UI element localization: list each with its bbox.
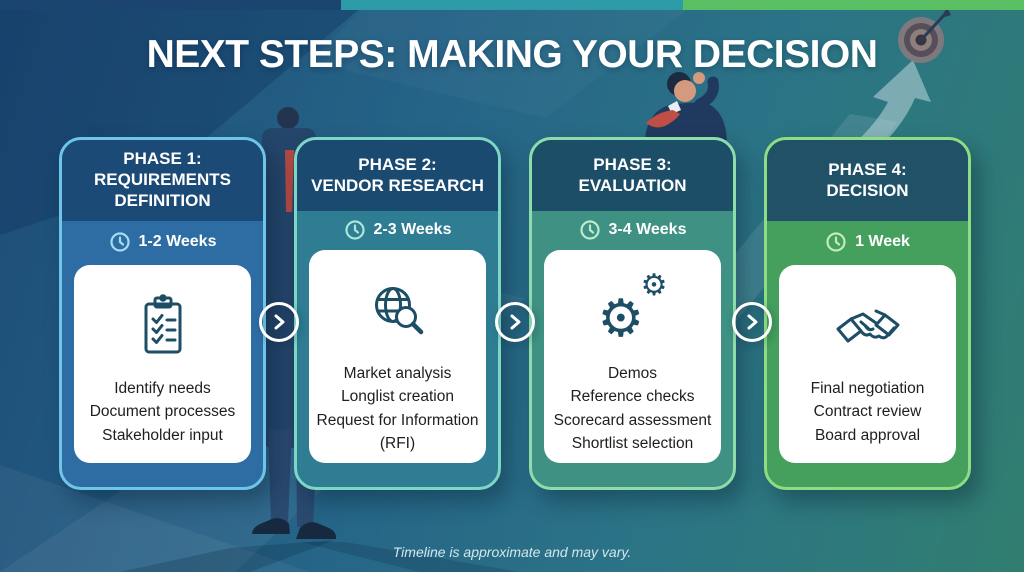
phase-item: Longlist creation [341,388,454,406]
phase-item: Contract review [813,403,922,421]
phase-2-header: PHASE 2: VENDOR RESEARCH [297,140,498,212]
chevron-right-circle-icon [495,302,535,342]
phase-1-title-line: REQUIREMENTS [94,170,231,190]
phase-4-title-line: DECISION [826,180,909,200]
chevron-right-circle-icon [732,302,772,342]
phase-1-body: Identify needs Document processes Stakeh… [74,265,251,463]
phase-3-duration: 3-4 Weeks [608,220,687,238]
phase-card-3: PHASE 3: EVALUATION 3-4 Weeks ⚙ ⚙ [529,137,736,490]
phase-2-body: Market analysis Longlist creation Reques… [309,250,486,463]
footer-note: Timeline is approximate and may vary. [392,544,632,560]
phase-item: Final negotiation [810,380,925,397]
clock-icon [109,232,130,252]
phase-item: Scorecard assessment [553,411,712,429]
phase-3-duration-row: 3-4 Weeks [532,211,733,248]
phase-4-duration: 1 Week [855,233,910,250]
clipboard-checklist-icon [131,283,195,369]
clock-icon [344,220,365,240]
top-strip-segment-navy [0,0,342,10]
phase-4-body: Final negotiation Contract review Board … [779,265,956,463]
clock-icon [826,232,846,252]
businessman-looking-forward [645,72,727,140]
dartboard-arrow-icon [898,7,951,63]
phase-item: Reference checks [570,388,695,406]
phase-card-4: PHASE 4: DECISION 1 Week [764,137,971,490]
phase-item: Market analysis [343,365,452,382]
phase-1-title-line: PHASE 1: [123,149,202,169]
phase-4-items: Final negotiation Contract review Board … [811,377,925,447]
phase-2-items: Market analysis Longlist creation Reques… [315,362,480,455]
top-strip-segment-teal [341,0,683,10]
gear-icon: ⚙ [640,268,668,303]
top-strip-segment-green [682,0,1024,10]
phase-item: Identify needs [114,380,211,397]
phase-3-title-line: EVALUATION [578,175,687,195]
phase-2-duration-row: 2-3 Weeks [297,211,498,248]
phase-item: Document processes [89,403,236,421]
phase-4-header: PHASE 4: DECISION [767,140,968,221]
clock-icon [579,220,600,240]
phase-1-title-line: DEFINITION [114,190,211,210]
trend-arrow-icon [832,60,931,168]
phase-3-title-line: PHASE 3: [593,154,672,174]
phase-2-duration: 2-3 Weeks [373,220,452,238]
phase-3-items: Demos Reference checks Scorecard assessm… [554,362,712,455]
top-color-strip [0,0,1024,10]
gear-icon: ⚙ [597,289,645,349]
phase-item: Request for Information (RFI) [316,411,479,452]
phase-1-items: Identify needs Document processes Stakeh… [90,377,236,447]
phase-item: Shortlist selection [571,434,694,452]
phase-item: Demos [607,365,658,382]
gears-icon: ⚙ ⚙ [596,268,670,354]
phase-1-header: PHASE 1: REQUIREMENTS DEFINITION [62,140,263,221]
phase-4-title-line: PHASE 4: [828,159,907,179]
phase-1-duration-row: 1-2 Weeks [62,221,263,263]
phase-3-header: PHASE 3: EVALUATION [532,140,733,212]
phase-item: Stakeholder input [102,426,223,444]
phase-card-2: PHASE 2: VENDOR RESEARCH 2-3 Weeks [294,137,501,490]
phase-1-duration: 1-2 Weeks [138,233,217,250]
phase-cards-row: PHASE 1: REQUIREMENTS DEFINITION 1-2 Wee… [59,137,971,490]
globe-magnifier-icon [367,268,429,354]
slide-title: NEXT STEPS: MAKING YOUR DECISION [146,33,878,76]
phase-card-1: PHASE 1: REQUIREMENTS DEFINITION 1-2 Wee… [59,137,266,490]
handshake-icon [833,283,903,369]
phase-4-duration-row: 1 Week [767,221,968,263]
phase-item: Board approval [814,426,921,444]
phase-2-title-line: VENDOR RESEARCH [311,175,484,195]
phase-2-title-line: PHASE 2: [358,154,437,174]
chevron-right-circle-icon [259,302,299,342]
phase-3-body: ⚙ ⚙ Demos Reference checks Scorecard ass… [544,250,721,463]
